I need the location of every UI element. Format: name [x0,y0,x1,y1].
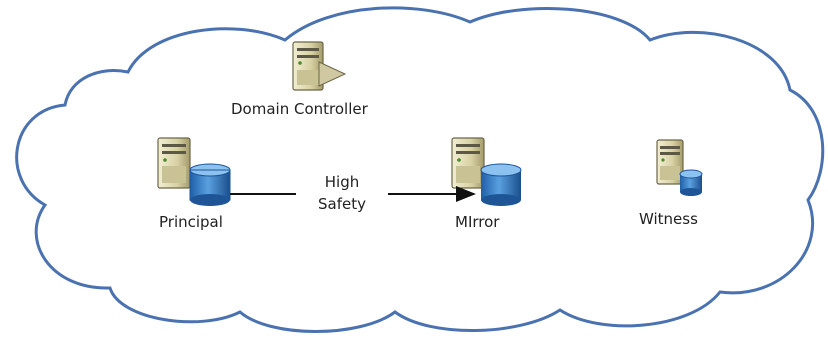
principal-label: Principal [159,213,223,231]
mirror-server-icon [451,137,485,189]
principal-server-icon [157,137,191,189]
cloud-boundary [15,6,825,333]
high-safety-label-line2: Safety [318,195,366,213]
witness-label: Witness [639,210,698,228]
domain-controller-server-icon [292,41,347,91]
high-safety-label: High Safety [306,171,378,215]
domain-controller-label: Domain Controller [231,100,368,118]
witness-server-icon [656,139,684,185]
mirror-label: MIrror [455,213,500,231]
witness-database-icon [679,169,703,196]
principal-database-icon [189,163,231,206]
mirror-database-icon [480,163,522,206]
high-safety-label-line1: High [324,173,360,191]
